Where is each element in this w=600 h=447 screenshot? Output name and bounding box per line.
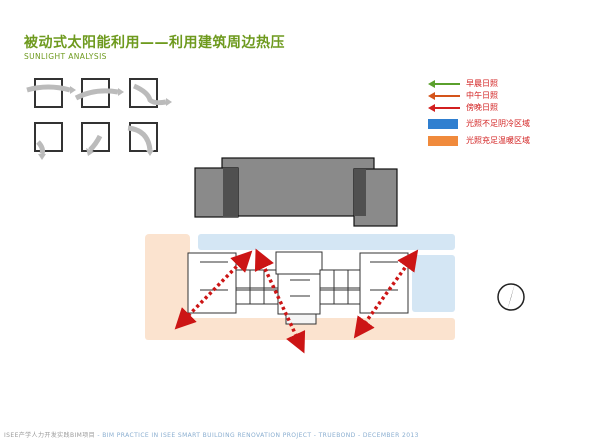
- airflow-icon: [74, 78, 124, 108]
- footer-right: - BIM PRACTICE IN ISEE SMART BUILDING RE…: [95, 432, 419, 439]
- cold-zone-swatch: [428, 119, 458, 129]
- airflow-icon: [129, 78, 172, 108]
- north-arrow-icon: [497, 283, 525, 311]
- sun-arrows: [174, 248, 419, 354]
- footer-left: ISEE产学人力开发实践BIM项目: [4, 432, 96, 439]
- warm-zone-swatch: [428, 136, 458, 146]
- arrow-left-icon: [428, 104, 460, 112]
- airflow-icon-grid: [26, 78, 172, 160]
- sun-arrow: [254, 248, 306, 354]
- floor-plan: [187, 251, 409, 325]
- legend-label-morning: 早晨日照: [466, 79, 498, 88]
- sun-arrow: [174, 250, 253, 330]
- building-massing: [194, 157, 398, 227]
- page-subtitle: SUNLIGHT ANALYSIS: [24, 52, 107, 61]
- cold-zone: [412, 255, 455, 312]
- legend-label-noon: 中午日照: [466, 91, 498, 100]
- airflow-icon: [34, 122, 63, 160]
- arrow-left-icon: [428, 80, 460, 88]
- airflow-icon: [127, 122, 158, 156]
- footer: ISEE产学人力开发实践BIM项目 - BIM PRACTICE IN ISEE…: [0, 430, 600, 439]
- airflow-icon: [26, 78, 76, 108]
- legend-label-evening: 傍晚日照: [466, 103, 498, 112]
- sun-arrow: [353, 249, 419, 339]
- legend-label-warm: 光照充足温暖区域: [466, 136, 530, 145]
- legend-label-cold: 光照不足阴冷区域: [466, 119, 530, 128]
- cold-zone: [198, 234, 455, 250]
- airflow-icon: [81, 122, 110, 156]
- page-title: 被动式太阳能利用——利用建筑周边热压: [24, 35, 285, 51]
- arrow-left-icon: [428, 92, 460, 100]
